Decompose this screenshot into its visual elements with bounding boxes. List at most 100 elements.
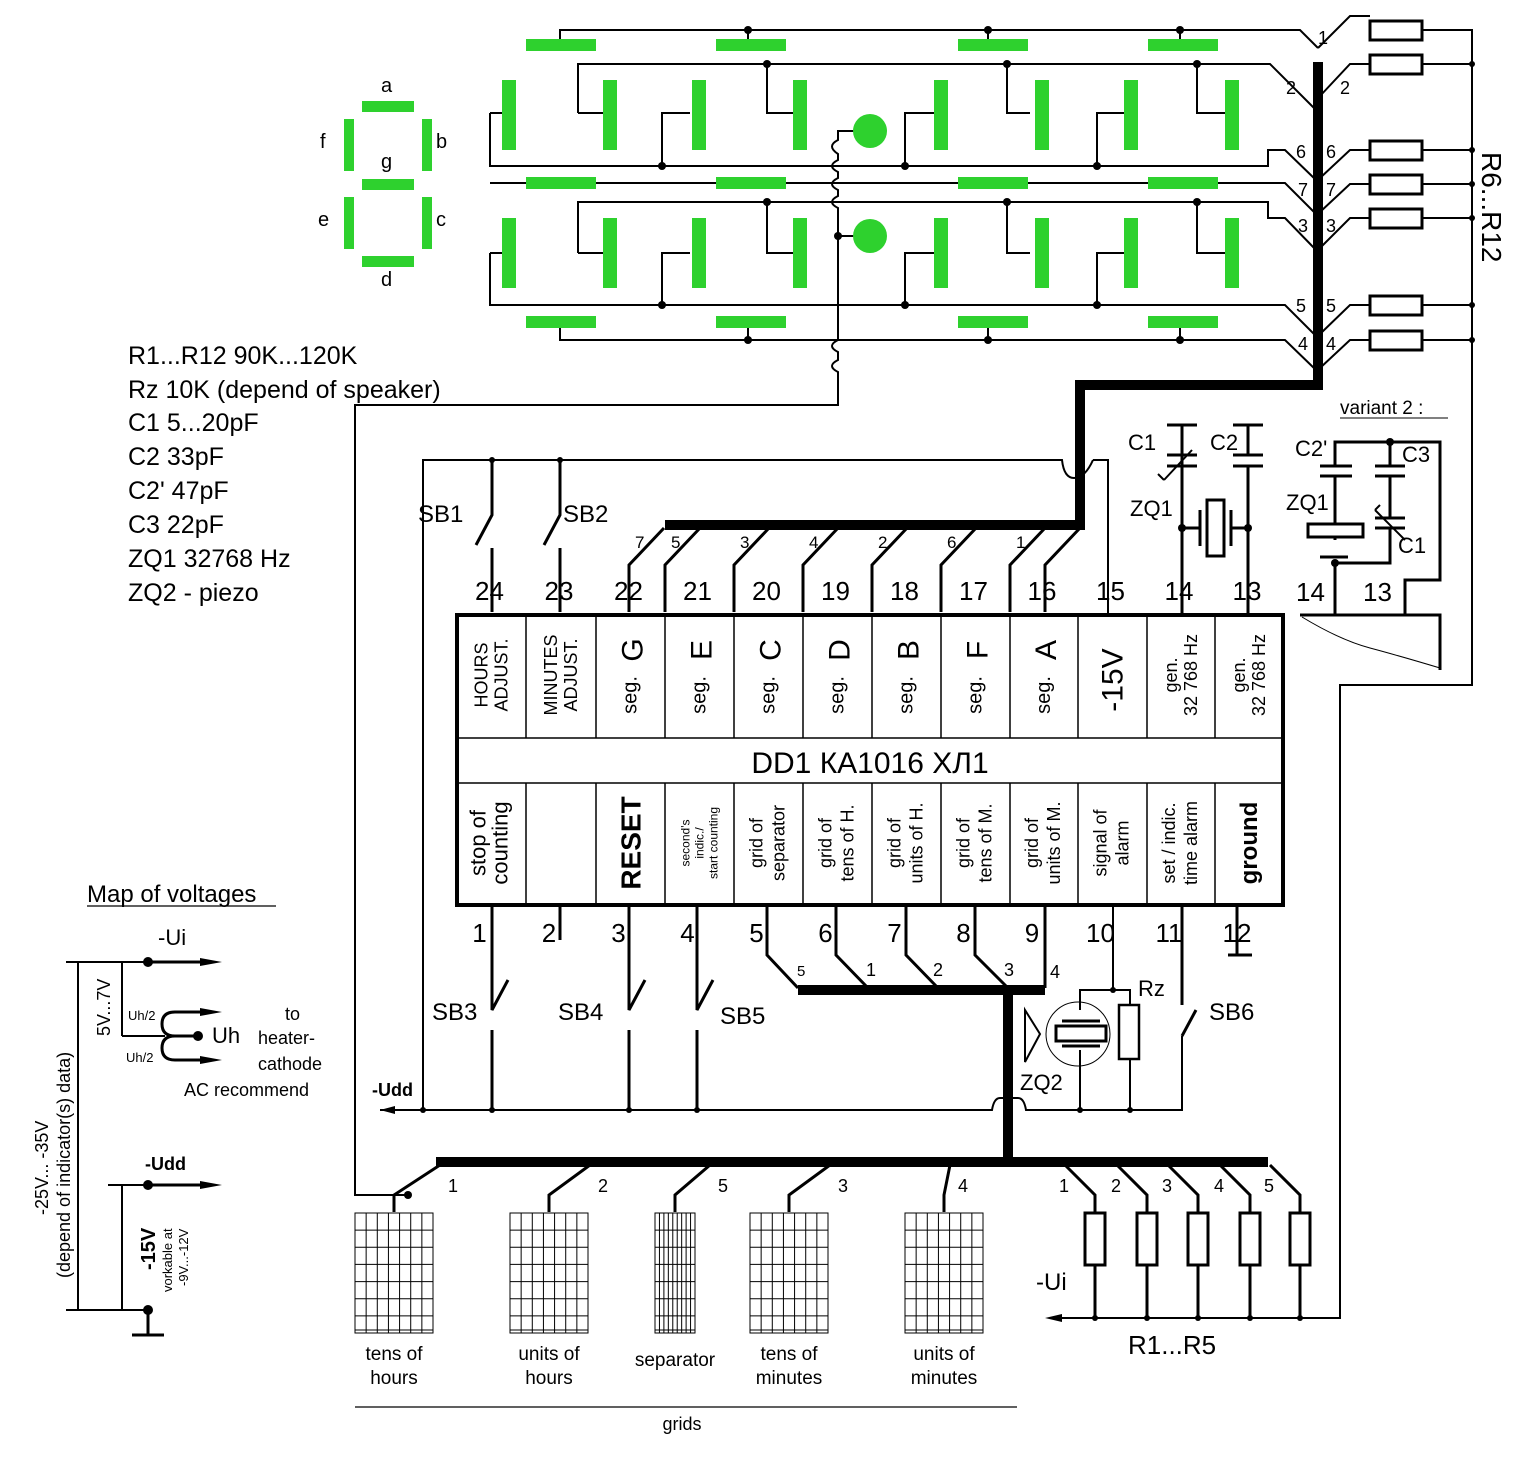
bottom-pin-number: 7 [887,918,901,948]
grid-label: units of [518,1344,580,1365]
bus-number: 5 [671,533,680,552]
digit-1-v-segment [502,218,516,288]
svg-text:5: 5 [1326,296,1336,316]
pin-label: stop of [466,809,491,876]
variant2-title: variant 2 : [1340,398,1423,419]
svg-text:5: 5 [1296,296,1306,316]
rz-label: Rz [1138,976,1165,1001]
digit-1-v-segment [603,80,617,150]
bottom-pin-number: 5 [749,918,763,948]
bus-number: 4 [809,533,818,552]
segment-b [422,119,432,171]
svg-text:3: 3 [1298,216,1308,236]
digit-2-h-segment [716,177,786,189]
label-a: a [381,75,393,97]
osc-c1-label: C1 [1128,430,1156,455]
svg-text:C3 22pF: C3 22pF [128,511,224,539]
switch-sb1-label: SB1 [418,501,463,528]
svg-text:2: 2 [933,960,943,980]
bottom-pin-number: 8 [956,918,970,948]
resistor [1368,294,1424,317]
svg-text:5V...7V: 5V...7V [94,979,114,1036]
grid-number: 1 [448,1176,458,1196]
label-b: b [436,131,447,153]
digit-1-h-segment [526,39,596,51]
svg-text:to: to [285,1004,300,1024]
grid-number: 5 [718,1176,728,1196]
top-pin-number: 14 [1165,576,1194,606]
wire-bus-2 [577,63,1317,113]
pin-label: D [824,639,857,661]
pin-label: grid of [1022,817,1042,868]
svg-text:Uh/2: Uh/2 [128,1008,155,1023]
resistor [1368,139,1424,162]
digit-1-h-segment [526,177,596,189]
digit-4-v-segment [1225,80,1239,150]
pin-label: gen. [1229,657,1249,692]
resistor [1083,1211,1107,1267]
top-pin-number: 23 [545,576,574,606]
adjust-switches: SB1 SB2 [418,457,1109,1110]
top-pin-number: 21 [683,576,712,606]
pin-label: ADJUST. [492,638,512,711]
label-r6-r12: R6...R12 [1476,152,1507,263]
pin-label: counting [488,801,513,884]
pin-label: B [893,640,926,660]
svg-text:Uh/2: Uh/2 [126,1050,153,1065]
resistor [1368,173,1424,196]
component-list: R1...R12 90K...120K Rz 10K (depend of sp… [128,342,441,607]
indicator-display [354,26,1319,1196]
bottom-pin-number: 10 [1086,918,1115,948]
label-r1-r5: R1...R5 [1128,1330,1216,1360]
bus-thick-grid [798,985,1045,1165]
wire-bus-3 [577,201,1317,253]
pin-label: units of H. [907,802,927,883]
pin-label: start counting [707,807,721,879]
svg-text:4: 4 [1326,334,1336,354]
pin-label: seg. [689,676,711,714]
segment-f [344,119,354,171]
segment-bus: 1 2 2 6 6 7 7 3 3 5 5 4 4 R6...R12 [665,15,1507,1319]
svg-text:R1...R12 90K...120K: R1...R12 90K...120K [128,342,358,370]
top-pin-number: 22 [614,576,643,606]
top-pin-number: 18 [890,576,919,606]
resistor-number: 2 [1111,1176,1121,1196]
svg-text:-9V...-12V: -9V...-12V [176,1228,191,1286]
digit-4-h-segment [1148,177,1218,189]
top-pin-number: 15 [1096,576,1125,606]
pin-label: seg. [1033,676,1055,714]
wire-bus-4 [559,324,1317,371]
segment-a [362,101,414,112]
bus-number: 2 [878,533,887,552]
digit-3-h-segment [958,177,1028,189]
svg-text:-Ui: -Ui [158,925,186,950]
pin-label: grid of [954,817,974,868]
digit-1-v-segment [603,218,617,288]
svg-text:7: 7 [1326,180,1336,200]
digit-4-v-segment [1124,218,1138,288]
svg-text:C1 5...20pF: C1 5...20pF [128,409,259,437]
pin-label: seg. [620,676,642,714]
wire-colon [354,130,855,1196]
switch-sb4-label: SB4 [558,999,603,1026]
svg-text:1: 1 [866,960,876,980]
pin-label: A [1030,640,1063,660]
pin-label: grid of [747,817,767,868]
pin-label: signal of [1091,808,1111,876]
grid-electrode [509,1212,589,1334]
bottom-pin-number: 11 [1156,918,1183,948]
bus-number: 6 [947,533,956,552]
digit-2-v-segment [692,218,706,288]
segment-g [362,179,414,190]
digit-1-v-segment [502,80,516,150]
svg-text:ZQ2 - piezo: ZQ2 - piezo [128,579,259,607]
variant-2: variant 2 : C2' C3 ZQ1 C1 14 13 [1286,398,1448,670]
resistor-number: 1 [1059,1176,1069,1196]
svg-text:3: 3 [1004,960,1014,980]
grid-number: 4 [958,1176,968,1196]
pin-label: seg. [965,676,987,714]
